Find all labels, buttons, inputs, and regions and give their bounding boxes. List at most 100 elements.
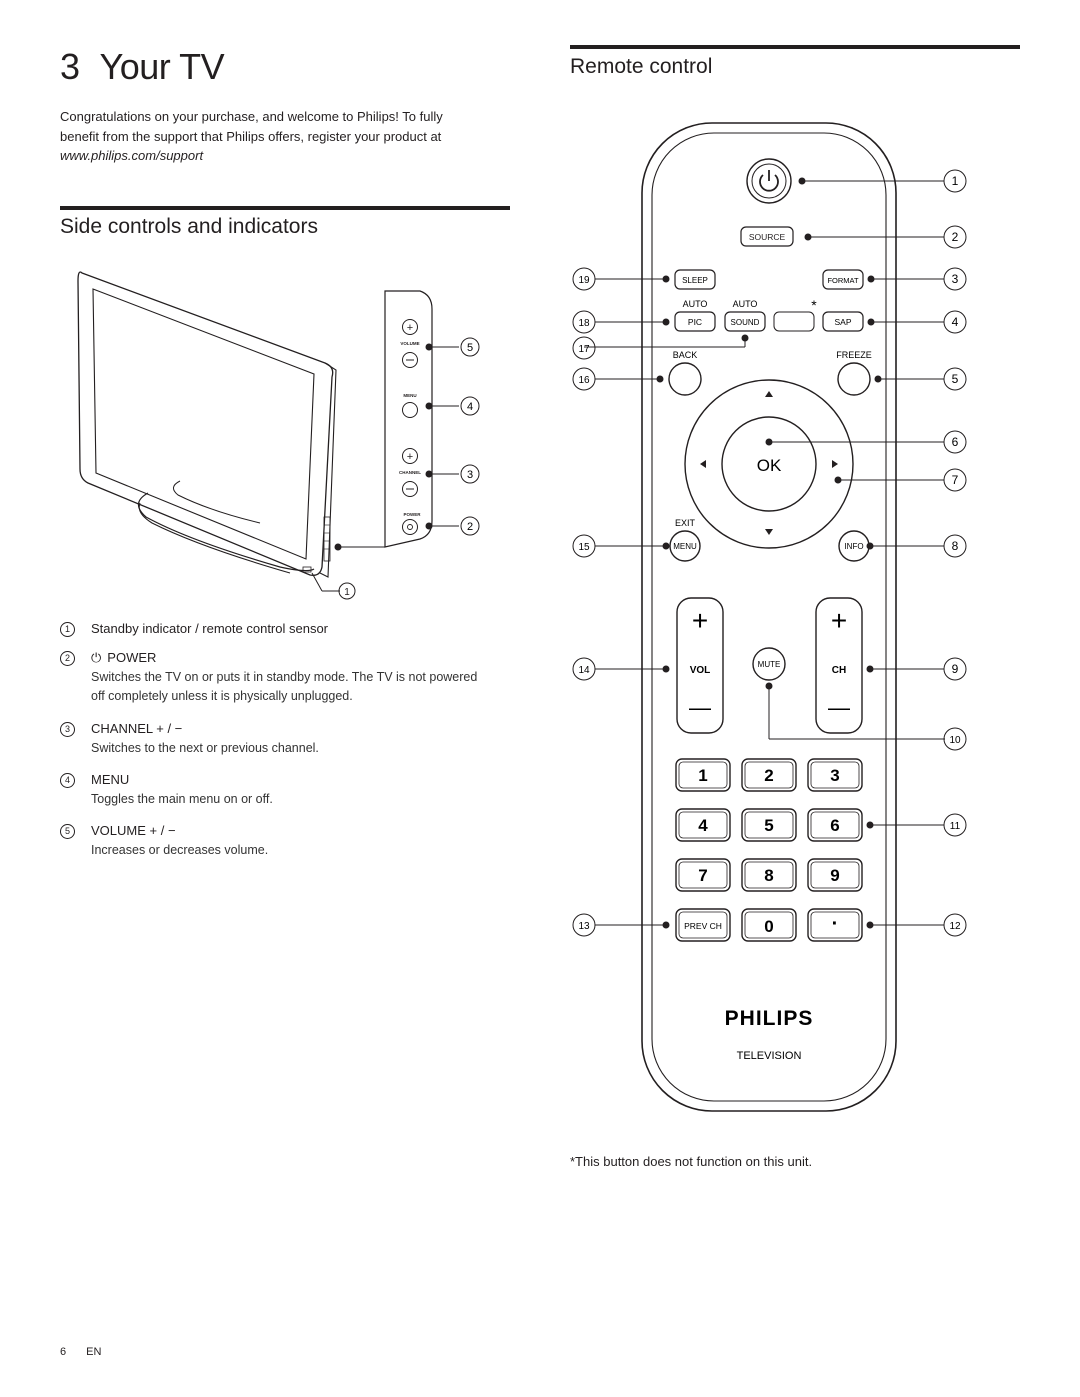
digit-6: 6 xyxy=(830,816,839,835)
rc-vol: VOL xyxy=(690,665,711,676)
dot-button: · xyxy=(832,913,839,935)
prev-ch-button: PREV CH xyxy=(684,921,722,931)
sound-button: SOUND xyxy=(731,318,760,327)
remote-callout-4: 4 xyxy=(952,315,959,329)
side-control-panel xyxy=(384,290,433,548)
remote-callout-10: 10 xyxy=(949,735,961,746)
remote-callout-15: 15 xyxy=(578,542,590,553)
rc-exit: EXIT xyxy=(675,518,696,528)
rc-plus1: + xyxy=(692,605,708,636)
language-code: EN xyxy=(86,1346,102,1358)
remote-callout-13: 13 xyxy=(578,921,590,932)
chapter-title: Your TV xyxy=(99,46,225,87)
remote-callout-14: 14 xyxy=(578,665,590,676)
rc-auto1: AUTO xyxy=(683,299,708,309)
section-rule-side xyxy=(60,206,510,210)
digit-8: 8 xyxy=(764,866,773,885)
rc-auto2: AUTO xyxy=(733,299,758,309)
rc-ch: CH xyxy=(832,665,846,676)
svg-text:+: + xyxy=(407,322,413,334)
remote-power-button xyxy=(746,158,792,204)
rc-ast: * xyxy=(811,297,817,313)
sap-button: SAP xyxy=(834,317,851,327)
remote-callout-9: 9 xyxy=(952,662,959,676)
remote-callout-16: 16 xyxy=(578,375,590,386)
standby-indicator xyxy=(302,566,312,573)
footnote: *This button does not function on this u… xyxy=(570,1154,813,1169)
freeze-label: FREEZE xyxy=(836,350,872,360)
tv-diagram: 1 + VOLUME MENU + CHANNEL POWER 5 4 3 2 xyxy=(77,271,480,600)
remote-callout-6: 6 xyxy=(952,435,959,449)
panel-pow: POWER xyxy=(403,512,421,517)
pic-button: PIC xyxy=(688,317,702,327)
callout-3: 3 xyxy=(467,469,473,481)
remote-callout-8: 8 xyxy=(952,539,959,553)
panel-vol: VOLUME xyxy=(400,341,419,346)
remote-callout-11: 11 xyxy=(950,821,961,832)
sleep-button: SLEEP xyxy=(682,276,708,285)
chapter-heading: 3 Your TV xyxy=(60,46,225,88)
page-number: 6 xyxy=(60,1346,67,1358)
intro-line-1: Congratulations on your purchase, and we… xyxy=(60,109,443,124)
rc-minus2: — xyxy=(828,695,850,720)
svg-text:+: + xyxy=(407,451,413,463)
tv-screen xyxy=(92,288,315,560)
remote-callout-19: 19 xyxy=(578,275,590,286)
callout-2: 2 xyxy=(467,521,473,533)
remote-callout-12: 12 xyxy=(949,921,961,932)
digit-7: 7 xyxy=(698,866,707,885)
info-button: INFO xyxy=(844,542,863,551)
remote-callout-3: 3 xyxy=(952,272,959,286)
mute-button: MUTE xyxy=(758,660,781,669)
remote-section-title: Remote control xyxy=(570,55,713,78)
callout-4: 4 xyxy=(467,401,473,413)
callout-1: 1 xyxy=(344,587,350,598)
section-rule-remote xyxy=(570,45,1020,49)
tv-frame xyxy=(77,271,334,576)
remote-callout-1: 1 xyxy=(952,174,959,188)
ok-label: OK xyxy=(757,456,782,475)
brand-subtitle: TELEVISION xyxy=(737,1050,802,1062)
remote-callout-5: 5 xyxy=(952,372,959,386)
ok-button xyxy=(721,416,817,512)
remote-callout-7: 7 xyxy=(952,473,959,487)
digit-4: 4 xyxy=(698,816,708,835)
vol-rocker xyxy=(676,597,724,734)
digit-3: 3 xyxy=(830,766,839,785)
panel-menu: MENU xyxy=(403,393,416,398)
digit-2: 2 xyxy=(764,766,773,785)
panel-ch: CHANNEL xyxy=(399,470,421,475)
intro-line-2: benefit from the support that Philips of… xyxy=(60,128,442,144)
side-section-title: Side controls and indicators xyxy=(60,215,318,238)
digit-1: 1 xyxy=(698,766,707,785)
callout-5: 5 xyxy=(467,342,473,354)
page-footer: 6 EN xyxy=(60,1346,121,1358)
digit-9: 9 xyxy=(830,866,839,885)
digit-5: 5 xyxy=(764,816,773,835)
menu-button: MENU xyxy=(673,542,697,551)
brand-logo: PHILIPS xyxy=(725,1007,814,1030)
format-button: FORMAT xyxy=(827,276,859,285)
power-icon: ⏻ xyxy=(91,650,102,665)
source-button: SOURCE xyxy=(749,232,786,242)
support-link[interactable]: www.philips.com/support xyxy=(60,148,204,163)
remote-callout-18: 18 xyxy=(578,318,590,329)
remote-diagram: SOURCE SLEEP FORMAT AUTO AUTO * PIC SOUN… xyxy=(572,122,967,1112)
chapter-number: 3 xyxy=(60,46,80,87)
side-item-2: 2⏻POWER Switches the TV on or puts it in… xyxy=(60,650,490,706)
tv-edge-buttons xyxy=(323,516,331,562)
ch-rocker xyxy=(815,597,863,734)
tv-stand xyxy=(137,492,315,572)
remote-callout-17: 17 xyxy=(578,344,590,355)
digit-0: 0 xyxy=(764,917,773,936)
rc-minus1: — xyxy=(689,695,711,720)
back-label: BACK xyxy=(673,350,698,360)
remote-callout-2: 2 xyxy=(952,230,959,244)
number-keypad: 1 2 3 4 5 6 7 8 9 xyxy=(675,758,863,892)
intro-paragraph: Congratulations on your purchase, and we… xyxy=(60,107,500,166)
rc-plus2: + xyxy=(831,605,847,636)
